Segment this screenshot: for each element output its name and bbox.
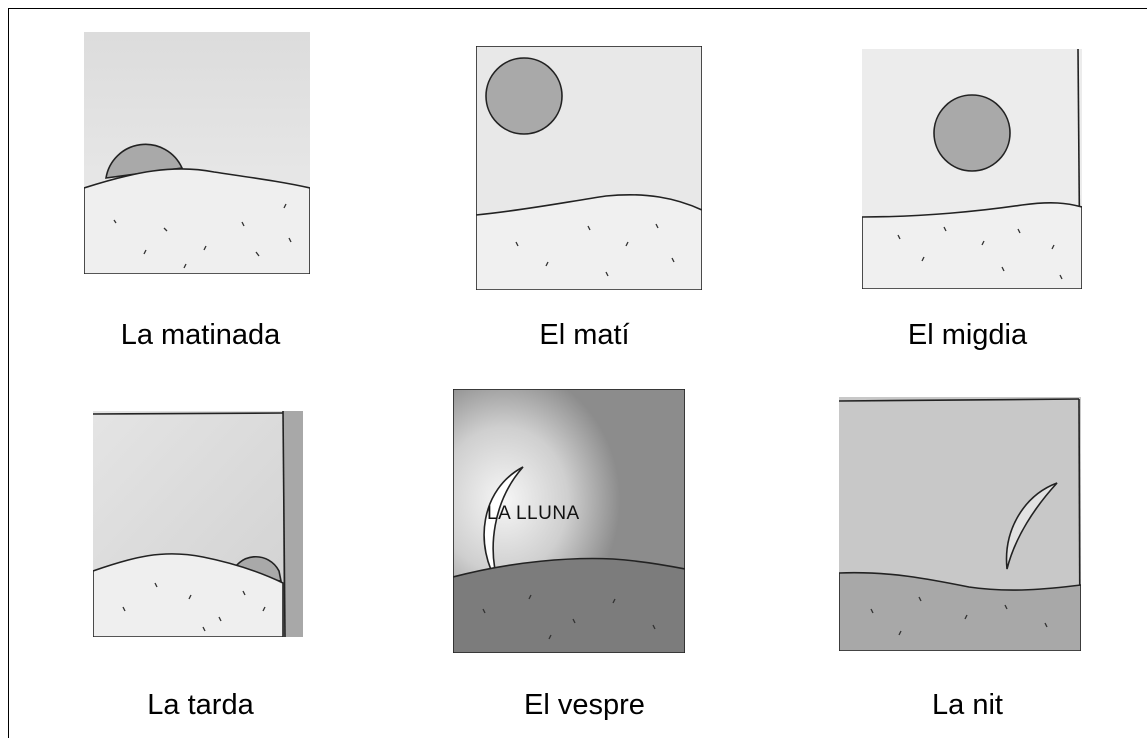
label-cell-matinada: La matinada: [9, 303, 393, 368]
picture-cell-nit: [777, 367, 1147, 672]
picture-cell-matinada: [9, 9, 393, 304]
label-cell-tarda: La tarda: [9, 671, 393, 739]
sunrise-illustration: [84, 32, 310, 274]
label-cell-migdia: El migdia: [777, 303, 1147, 368]
label-cell-vespre: El vespre: [392, 671, 778, 739]
picture-cell-tarda: [9, 367, 393, 672]
moon-caption: LA LLUNA: [487, 503, 580, 524]
picture-cell-mati: [392, 9, 778, 304]
time-of-day-label: El migdia: [907, 318, 1028, 351]
label-cell-nit: La nit: [777, 671, 1147, 739]
time-of-day-label: La matinada: [120, 318, 281, 351]
picture-cell-migdia: [777, 9, 1147, 304]
times-of-day-table: La matinada El matí El migdia: [8, 8, 1147, 739]
evening-moon-illustration: LA LLUNA: [453, 389, 685, 653]
picture-cell-vespre: LA LLUNA: [392, 367, 778, 672]
noon-sun-illustration: [862, 49, 1082, 289]
time-of-day-label: La nit: [932, 688, 1003, 721]
time-of-day-label: El vespre: [524, 688, 645, 721]
night-moon-illustration: [839, 397, 1081, 651]
label-cell-mati: El matí: [392, 303, 778, 368]
morning-sun-illustration: [476, 46, 702, 290]
time-of-day-label: La tarda: [147, 688, 254, 721]
time-of-day-label: El matí: [539, 318, 630, 351]
sunset-illustration: [93, 411, 303, 637]
